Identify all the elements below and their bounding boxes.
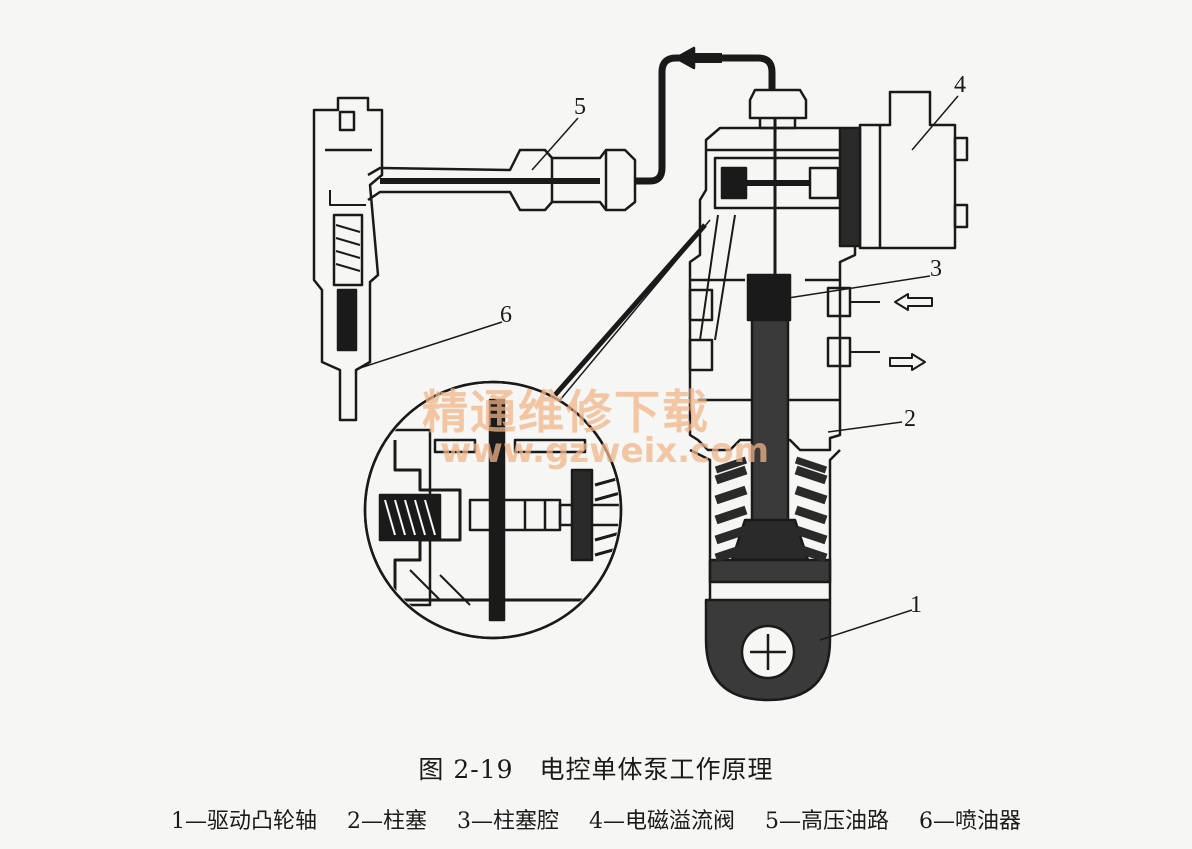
- figure-number: 图 2-19: [418, 755, 514, 784]
- legend-item-4: 4—电磁溢流阀: [589, 809, 735, 834]
- callout-2: 2: [904, 406, 916, 432]
- leader-lines: [359, 95, 959, 641]
- figure-legend: 1—驱动凸轮轴 2—柱塞 3—柱塞腔 4—电磁溢流阀 5—高压油路 6—喷油器: [0, 803, 1192, 835]
- callout-3: 3: [930, 256, 942, 282]
- plunger-assembly: [689, 273, 841, 600]
- injector: [312, 96, 384, 422]
- callout-5: 5: [574, 94, 586, 120]
- legend-item-5: 5—高压油路: [765, 809, 889, 834]
- legend-item-2: 2—柱塞: [347, 809, 427, 834]
- detail-magnifier: [363, 219, 711, 640]
- legend-item-1: 1—驱动凸轮轴: [171, 809, 317, 834]
- solenoid-valve: [838, 90, 969, 250]
- watermark-text: 精通维修下载: [422, 385, 710, 439]
- callout-1: 1: [910, 592, 922, 618]
- legend-item-6: 6—喷油器: [919, 809, 1021, 834]
- figure-caption: 图 2-19 电控单体泵工作原理: [0, 750, 1192, 786]
- callout-6: 6: [500, 302, 512, 328]
- watermark-url: www.gzweix.com: [440, 431, 769, 471]
- callout-4: 4: [954, 72, 966, 98]
- legend-item-3: 3—柱塞腔: [457, 809, 559, 834]
- high-pressure-line: [367, 46, 776, 212]
- figure-title: 电控单体泵工作原理: [539, 755, 774, 784]
- fuel-flow-arrows: [850, 293, 933, 371]
- roller-tappet: [704, 598, 832, 702]
